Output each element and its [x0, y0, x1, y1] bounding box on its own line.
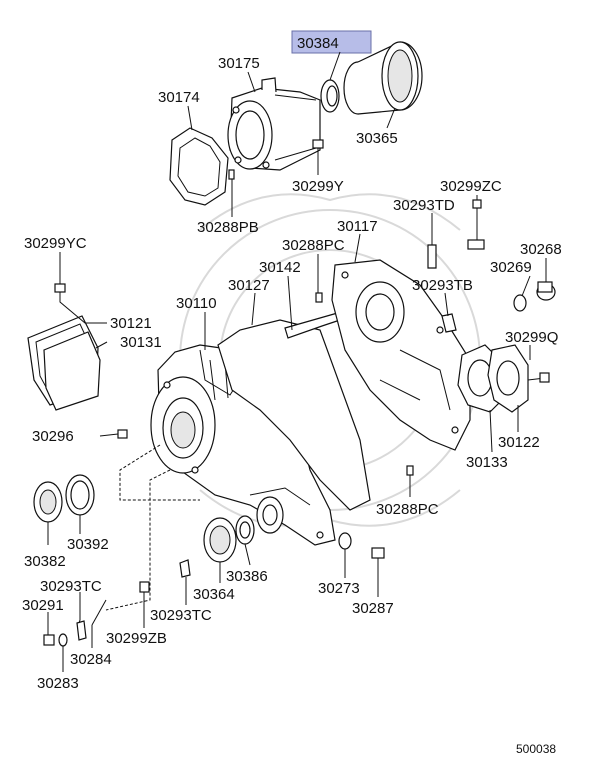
label-30175[interactable]: 30175	[218, 55, 260, 72]
label-30127[interactable]: 30127	[228, 277, 270, 294]
plug-30268	[536, 281, 556, 301]
label-30273[interactable]: 30273	[318, 580, 360, 597]
dowel-30288PC-lower	[406, 465, 414, 476]
transfer-case-30110	[150, 344, 336, 546]
label-30293TC-left[interactable]: 30293TC	[40, 578, 102, 595]
label-30288PC-upper[interactable]: 30288PC	[282, 237, 345, 254]
dowel-30288PB	[228, 169, 235, 180]
label-30365[interactable]: 30365	[356, 130, 398, 147]
label-30299ZB[interactable]: 30299ZB	[106, 630, 167, 647]
label-30382[interactable]: 30382	[24, 553, 66, 570]
extension-housing-30175	[227, 77, 321, 171]
label-30283[interactable]: 30283	[37, 675, 79, 692]
label-30133[interactable]: 30133	[466, 454, 508, 471]
oil-seal-30382	[33, 481, 63, 523]
label-30288PC-lower[interactable]: 30288PC	[376, 501, 439, 518]
clip-30293TC-right	[179, 559, 191, 578]
bolt-30299Y	[312, 139, 324, 168]
reference-code: 500038	[516, 742, 556, 756]
label-30296[interactable]: 30296	[32, 428, 74, 445]
clip-30293TC-left	[76, 620, 87, 641]
label-30131[interactable]: 30131	[120, 334, 162, 351]
highlight-box-30384	[291, 30, 372, 54]
label-30117[interactable]: 30117	[337, 218, 378, 235]
label-30110[interactable]: 30110	[176, 295, 217, 312]
washer-30269	[513, 294, 527, 312]
label-30299Y[interactable]: 30299Y	[292, 178, 344, 195]
label-30293TB[interactable]: 30293TB	[412, 277, 473, 294]
label-30122[interactable]: 30122	[498, 434, 540, 451]
label-30174[interactable]: 30174	[158, 89, 200, 106]
label-30121[interactable]: 30121	[110, 315, 152, 332]
dust-cover-30365	[343, 41, 423, 115]
label-30269[interactable]: 30269	[490, 259, 532, 276]
clip-30293TB	[441, 313, 457, 333]
label-30299ZC[interactable]: 30299ZC	[440, 178, 502, 195]
case-cover-30117	[331, 259, 471, 451]
label-30142[interactable]: 30142	[259, 259, 301, 276]
label-30299Q[interactable]: 30299Q	[505, 329, 558, 346]
label-30384[interactable]: 30384	[297, 35, 339, 52]
bearing-30364	[203, 517, 237, 563]
gasket-30131	[43, 331, 101, 411]
oil-seal-30384	[320, 79, 340, 113]
bolt-30299Q	[527, 372, 550, 383]
washer-30283	[58, 633, 68, 647]
leader-lines	[47, 51, 547, 672]
label-30293TC-right[interactable]: 30293TC	[150, 607, 212, 624]
ring-30392	[65, 474, 95, 516]
label-30288PB[interactable]: 30288PB	[197, 219, 259, 236]
label-30291[interactable]: 30291	[22, 597, 64, 614]
seal-30386	[235, 515, 255, 545]
label-30386[interactable]: 30386	[226, 568, 268, 585]
part-labels: 30384 30175 30174 30365 30299Y 30288PB 3…	[22, 35, 562, 756]
gasket-30174	[169, 127, 229, 206]
nut-30291	[43, 634, 55, 646]
label-30284[interactable]: 30284	[70, 651, 112, 668]
dowel-30288PC-upper	[315, 292, 323, 303]
gasket-30127	[217, 319, 371, 511]
label-30268[interactable]: 30268	[520, 241, 562, 258]
bolt-30299ZB	[139, 581, 150, 612]
label-30392[interactable]: 30392	[67, 536, 109, 553]
bolt-30299ZC	[467, 199, 485, 250]
clip-30293TD	[427, 244, 437, 269]
washer-30273	[338, 532, 352, 550]
bolt-30299YC	[54, 258, 66, 293]
stud-30284	[91, 599, 107, 626]
plug-30287	[371, 547, 385, 575]
nut-30296	[117, 429, 128, 439]
label-30364[interactable]: 30364	[193, 586, 235, 603]
label-30293TD[interactable]: 30293TD	[393, 197, 455, 214]
label-30299YC[interactable]: 30299YC	[24, 235, 87, 252]
label-30287[interactable]: 30287	[352, 600, 394, 617]
gasket-30122	[487, 344, 529, 413]
